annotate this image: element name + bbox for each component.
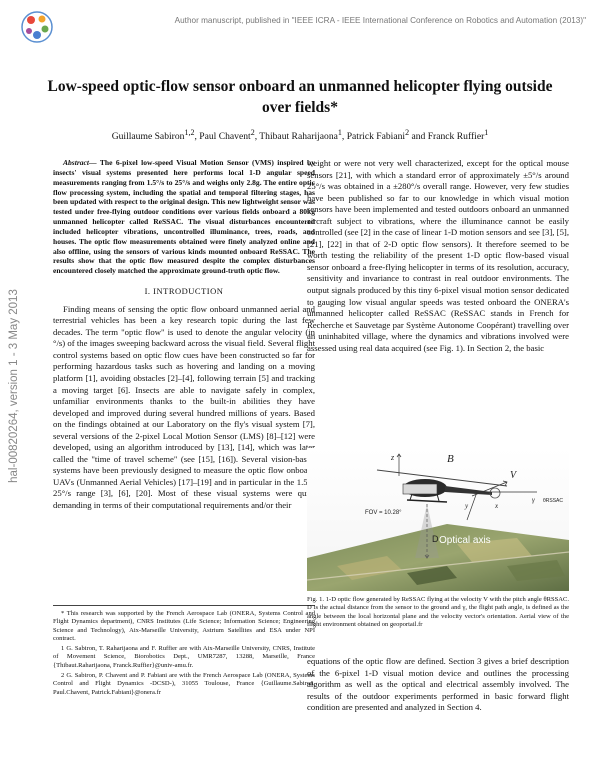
- footnote-affiliation-1: 1 G. Sabiron, T. Raharijaona and F. Ruff…: [53, 645, 315, 669]
- abstract-label: Abstract: [63, 158, 89, 167]
- abstract-text: — The 6-pixel low-speed Visual Motion Se…: [53, 158, 315, 276]
- publication-note: Author manuscript, published in "IEEE IC…: [174, 16, 586, 25]
- right-bottom-paragraph: equations of the optic flow are defined.…: [307, 656, 569, 713]
- paper-title: Low-speed optic-flow sensor onboard an u…: [47, 78, 553, 116]
- label-fov: FOV = 10.28°: [365, 510, 402, 516]
- footnote-affiliation-2: 2 G. Sabiron, P. Chavent and P. Fabiani …: [53, 672, 315, 696]
- figure-caption: Fig. 1. 1-D optic flow generated by ReSS…: [307, 596, 569, 629]
- author-list: Guillaume Sabiron1,2, Paul Chavent2, Thi…: [111, 128, 489, 143]
- label-optical-axis: Optical axis: [439, 535, 491, 546]
- fov-cone: [415, 504, 439, 558]
- label-ressac: θRSSAC: [543, 498, 563, 504]
- label-gamma: γ: [532, 496, 535, 504]
- label-x: x: [494, 502, 499, 510]
- label-y: y: [464, 502, 469, 510]
- footnotes: * This research was supported by the Fre…: [53, 605, 315, 699]
- hal-identifier: hal-00820264, version 1 - 3 May 2013: [8, 289, 20, 483]
- label-v: V: [510, 470, 518, 481]
- figure-1: z B V γ θRSSAC x y D FOV = 10.28° Optica…: [307, 448, 569, 591]
- right-column: weight or were not very well characteriz…: [307, 158, 569, 354]
- label-z: z: [390, 453, 395, 462]
- label-d: D: [432, 534, 439, 544]
- right-paragraph: weight or were not very well characteriz…: [307, 158, 569, 353]
- left-column: Abstract— The 6-pixel low-speed Visual M…: [53, 158, 315, 512]
- label-b: B: [447, 453, 454, 465]
- abstract: Abstract— The 6-pixel low-speed Visual M…: [53, 158, 315, 276]
- section-heading: I. INTRODUCTION: [144, 286, 224, 297]
- footnote-funding: * This research was supported by the Fre…: [53, 610, 315, 642]
- hal-logo: [21, 11, 53, 43]
- intro-paragraph: Finding means of sensing the optic flow …: [53, 303, 315, 510]
